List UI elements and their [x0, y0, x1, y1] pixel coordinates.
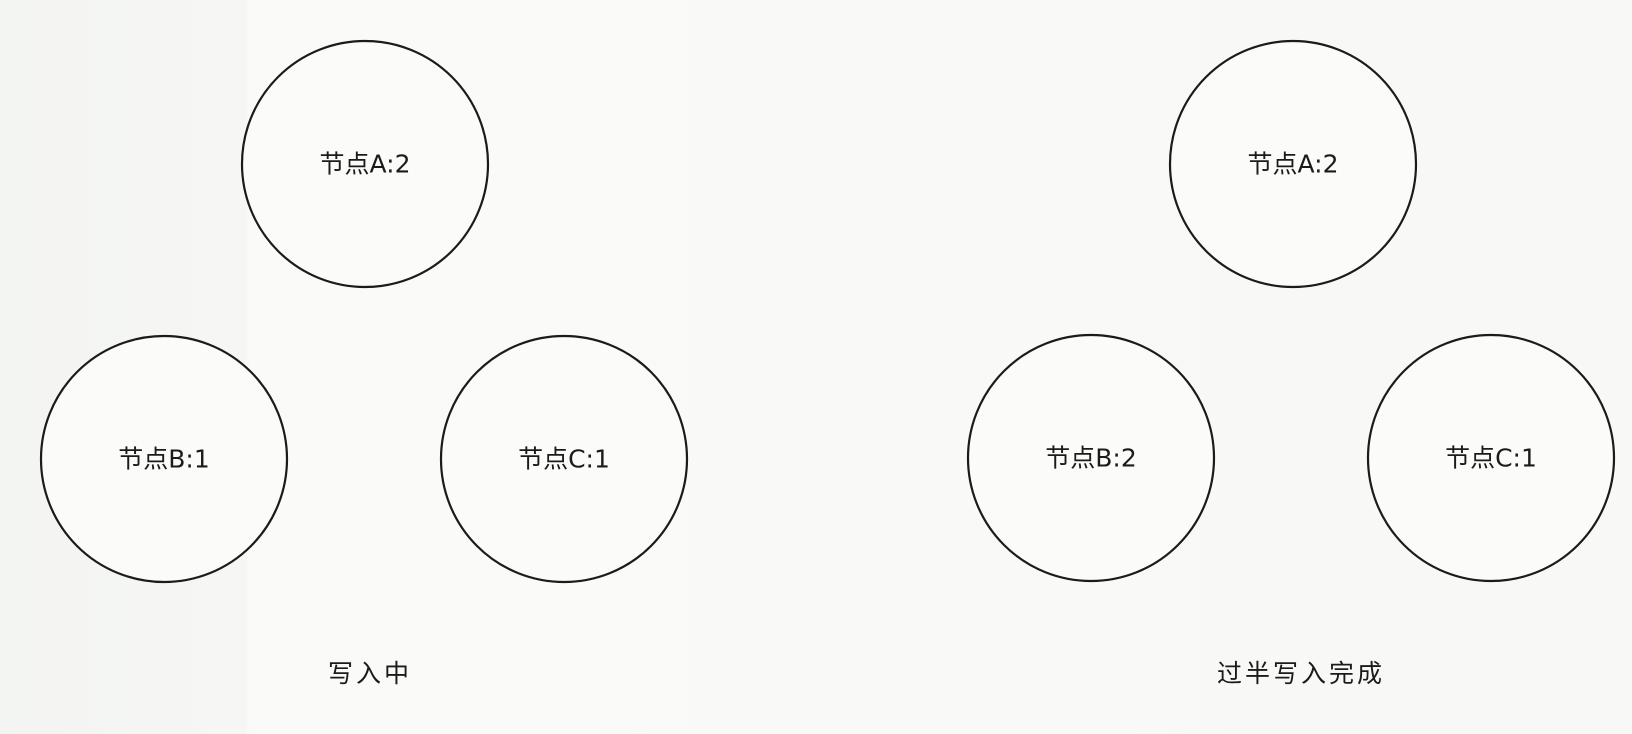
node-b-writing: 节点B:1	[39, 334, 289, 584]
node-c-complete-label: 节点C:1	[1445, 444, 1537, 473]
node-c-complete: 节点C:1	[1366, 333, 1616, 583]
node-b-writing-label: 节点B:1	[118, 445, 209, 474]
node-b-complete-label: 节点B:2	[1045, 444, 1136, 473]
node-c-writing: 节点C:1	[439, 334, 689, 584]
caption-writing: 写入中	[327, 659, 413, 688]
node-c-complete-circle	[1366, 333, 1616, 583]
node-c-writing-label: 节点C:1	[518, 445, 610, 474]
node-c-writing-circle	[439, 334, 689, 584]
node-a-writing-label: 节点A:2	[320, 150, 411, 179]
caption-majority-complete: 过半写入完成	[1216, 659, 1386, 688]
node-b-complete-circle	[966, 333, 1216, 583]
node-a-writing: 节点A:2	[240, 39, 490, 289]
node-a-complete-circle	[1168, 39, 1418, 289]
panel-writing: 节点A:2 节点B:1 节点C:1	[39, 39, 689, 584]
node-a-complete-label: 节点A:2	[1248, 150, 1339, 179]
node-b-complete: 节点B:2	[966, 333, 1216, 583]
node-b-writing-circle	[39, 334, 289, 584]
node-a-writing-circle	[240, 39, 490, 289]
node-a-complete: 节点A:2	[1168, 39, 1418, 289]
panel-majority-complete: 节点A:2 节点B:2 节点C:1	[966, 39, 1616, 583]
